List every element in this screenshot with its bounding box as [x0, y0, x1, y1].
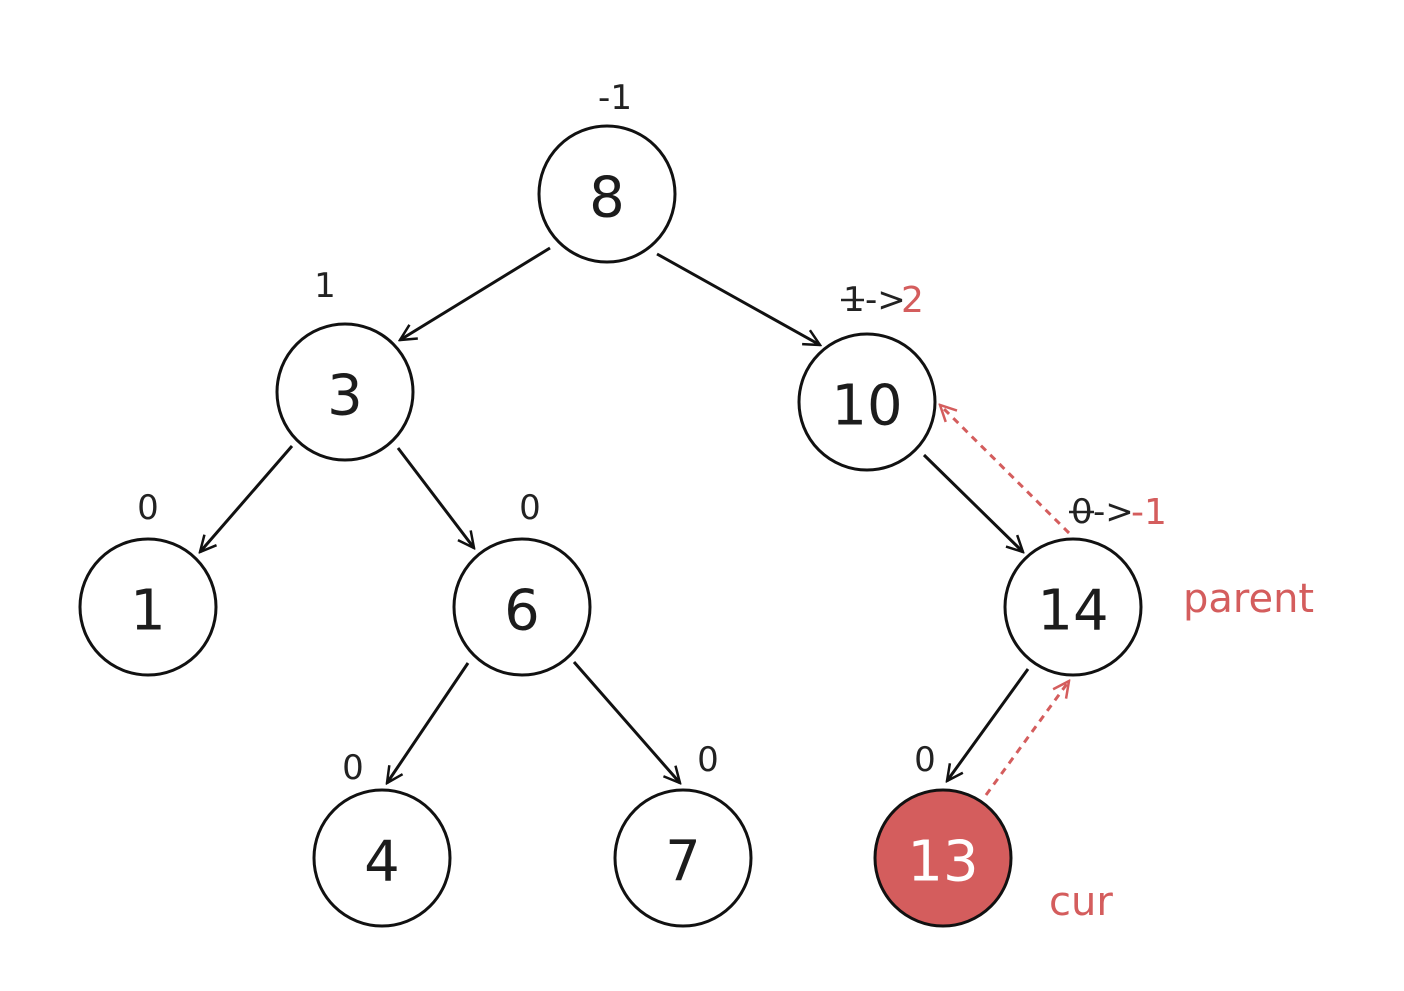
node-circle	[452, 537, 592, 677]
node-circle	[78, 537, 218, 677]
node-circle	[275, 322, 415, 462]
parent-pointer-label: parent	[1183, 576, 1314, 622]
balance-update-10: 1 -> 2	[841, 280, 924, 321]
tree-node-14: 14	[1003, 537, 1143, 677]
tree-node-13: 13	[873, 788, 1013, 928]
tree-node-6: 6	[452, 537, 592, 677]
node-circle-current	[873, 788, 1013, 928]
balance-factor-3: 1	[314, 266, 336, 306]
edge-3-6	[396, 447, 474, 548]
node-label: 7	[665, 830, 701, 895]
node-label: 3	[327, 364, 363, 429]
balance-new-10: 2	[901, 280, 924, 321]
update-arrow-13-to-14	[984, 681, 1069, 796]
balance-update-14: 0 -> -1	[1069, 492, 1167, 533]
node-label: 10	[831, 374, 902, 439]
tree-node-4: 4	[312, 788, 452, 928]
node-label: 1	[130, 579, 166, 644]
balance-factor-6: 0	[519, 488, 541, 528]
balance-factor-7: 0	[697, 740, 719, 780]
tree-node-7: 7	[613, 788, 753, 928]
tree-node-1: 1	[78, 537, 218, 677]
node-circle	[1003, 537, 1143, 677]
edge-6-7	[572, 661, 680, 783]
balance-factor-4: 0	[342, 748, 364, 788]
tree-node-3: 3	[275, 322, 415, 462]
edge-14-13	[947, 668, 1030, 781]
node-circle	[613, 788, 753, 928]
edge-6-4	[387, 662, 470, 783]
node-label: 8	[589, 166, 625, 231]
node-circle	[797, 332, 937, 472]
cur-pointer-label: cur	[1049, 879, 1113, 925]
balance-arrow-10: ->	[865, 280, 906, 320]
tree-node-8: 8	[537, 124, 677, 264]
node-label: 13	[907, 830, 978, 895]
tree-edges	[200, 246, 1030, 783]
update-path	[940, 405, 1071, 796]
node-label: 6	[504, 579, 540, 644]
update-arrow-14-to-10	[940, 405, 1071, 535]
balance-factor-8: -1	[598, 78, 632, 118]
node-circle	[537, 124, 677, 264]
edge-8-3	[400, 246, 551, 340]
edge-3-1	[200, 445, 294, 552]
balance-factor-13: 0	[914, 740, 936, 780]
node-label: 14	[1037, 579, 1108, 644]
edge-8-10	[656, 252, 820, 345]
balance-arrow-14: ->	[1093, 492, 1134, 532]
tree-node-10: 10	[797, 332, 937, 472]
node-label: 4	[364, 830, 400, 895]
edge-10-14	[922, 453, 1023, 552]
balance-new-14: -1	[1131, 492, 1167, 533]
balance-factor-1: 0	[137, 488, 159, 528]
node-circle	[312, 788, 452, 928]
balance-factors: -1 1 0 0 0 0 0 1 -> 2 0 -> -1	[137, 78, 1167, 788]
